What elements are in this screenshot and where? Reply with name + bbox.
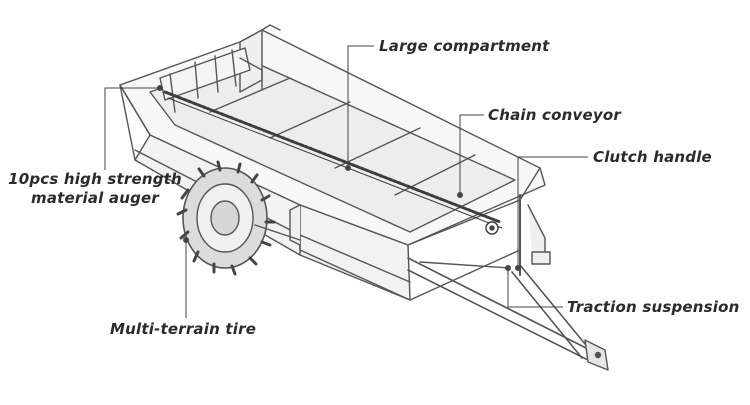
label-large-compartment: Large compartment: [379, 37, 550, 55]
tire: [176, 160, 276, 276]
label-traction-suspension: Traction suspension: [567, 298, 740, 316]
label-chain-conveyor: Chain conveyor: [488, 106, 621, 124]
label-clutch-handle: Clutch handle: [593, 148, 712, 166]
auger-label-line-1: 10pcs high strength: [8, 170, 182, 188]
auger-label-line-2: material auger: [30, 189, 160, 207]
chain-conveyor: [163, 90, 503, 235]
leader-chain-conveyor-dot: [457, 192, 463, 198]
leader-material-auger-dot: [157, 85, 163, 91]
leader-clutch-handle: [517, 156, 588, 268]
lower-frame: [254, 204, 411, 301]
leader-material-auger: [104, 87, 160, 170]
clutch-handle-part: [519, 194, 551, 276]
label-multi-terrain-tire: Multi-terrain tire: [110, 320, 257, 338]
leader-clutch-handle-dot: [515, 265, 521, 271]
leader-traction-suspension-dot: [505, 265, 511, 271]
leader-large-compartment-dot: [345, 165, 351, 171]
leader-traction-suspension: [507, 268, 563, 308]
leader-multi-terrain-tire-dot: [183, 237, 189, 243]
rear-bracket: [159, 47, 263, 113]
leader-large-compartment: [347, 45, 374, 168]
label-material-auger: 10pcs high strength material auger: [5, 170, 185, 208]
leader-chain-conveyor: [459, 114, 484, 195]
